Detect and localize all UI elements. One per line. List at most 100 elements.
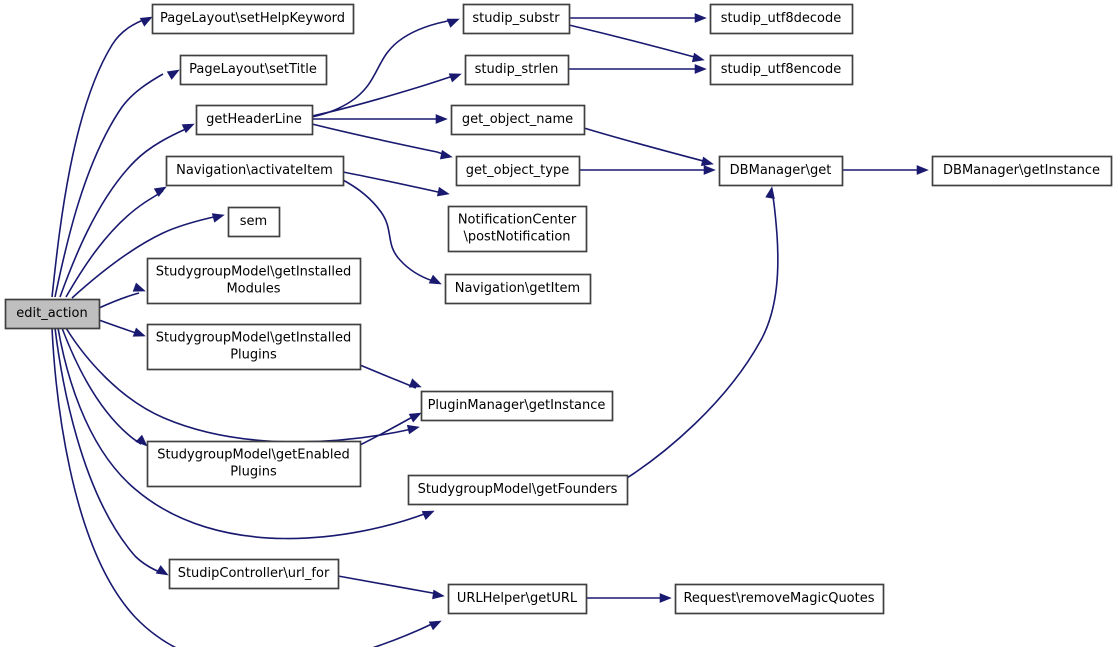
node-box-utf8encode[interactable] [709, 54, 854, 86]
node-label-getItem: Navigation\getItem [455, 281, 580, 296]
node-label-getEnabledPlugins: StudygroupModel\getEnabled [157, 448, 350, 463]
edge-activateItem-to-getItem [342, 179, 434, 282]
node-activateItem[interactable]: Navigation\activateItem [165, 155, 345, 187]
node-box-getURL[interactable] [447, 583, 588, 615]
node-getItem[interactable]: Navigation\getItem [444, 273, 592, 305]
node-url_for[interactable]: StudipController\url_for [168, 558, 340, 590]
node-box-get_object_type[interactable] [455, 155, 581, 187]
node-label-getInstalledPlugins: StudygroupModel\getInstalled [156, 331, 351, 346]
node-label-getInstalledModules: StudygroupModel\getInstalled [156, 265, 351, 280]
node-box-postNotification[interactable] [447, 205, 588, 253]
nodes-layer: edit_action PageLayout\setHelpKeywordPage… [4, 3, 1113, 615]
node-box-getItem[interactable] [444, 273, 592, 305]
node-box-activateItem[interactable] [165, 155, 345, 187]
node-dbManagerGetInstance[interactable]: DBManager\getInstance [931, 155, 1113, 187]
node-label-setTitle: PageLayout\setTitle [189, 62, 317, 77]
node-get_object_type[interactable]: get_object_type [455, 155, 581, 187]
node-setTitle[interactable]: PageLayout\setTitle [179, 54, 328, 86]
node-box-setHelpKeyword[interactable] [151, 3, 355, 35]
node-box-setTitle[interactable] [179, 54, 328, 86]
node-box-getHeaderLine[interactable] [195, 104, 314, 136]
edge-getHeaderLine-to-get_object_type [311, 123, 447, 156]
node-getURL[interactable]: URLHelper\getURL [447, 583, 588, 615]
edge-edit_action-to-url_for [54, 327, 163, 574]
edge-edit_action-to-getFounders [57, 327, 428, 540]
node-label-getEnabledPlugins: Plugins [230, 465, 277, 480]
node-label-sem: sem [240, 214, 267, 229]
node-studip_substr[interactable]: studip_substr [462, 3, 571, 35]
node-label-dbManagerGet: DBManager\get [730, 163, 832, 178]
edge-edit_action-to-getInstalledPlugins [98, 319, 140, 335]
node-sem[interactable]: sem [227, 206, 281, 238]
edge-arrowhead [691, 52, 705, 63]
node-box-get_object_name[interactable] [450, 104, 586, 136]
edge-arrowhead [421, 510, 435, 521]
node-box-pluginManagerGetInstance[interactable] [420, 390, 614, 422]
edge-edit_action-to-activateItem [65, 190, 164, 298]
node-label-edit_action: edit_action [16, 306, 87, 321]
edge-arrowhead [135, 434, 148, 447]
node-label-getInstalledModules: Modules [226, 282, 280, 297]
edge-arrowhead [694, 64, 707, 74]
edge-getHeaderLine-to-studip_strlen [311, 74, 457, 117]
node-setHelpKeyword[interactable]: PageLayout\setHelpKeyword [151, 3, 355, 35]
edge-getFounders-to-dbManagerGet [626, 196, 779, 479]
edges-layer [51, 17, 922, 647]
edge-arrowhead [155, 565, 169, 576]
node-label-getFounders: StudygroupModel\getFounders [418, 482, 618, 497]
node-getFounders[interactable]: StudygroupModel\getFounders [407, 474, 629, 506]
node-pluginManagerGetInstance[interactable]: PluginManager\getInstance [420, 390, 614, 422]
edge-edit_action-to-getInstalledModules [98, 292, 140, 309]
node-box-studip_substr[interactable] [462, 3, 571, 35]
edge-getHeaderLine-to-studip_substr [311, 19, 454, 118]
node-label-utf8encode: studip_utf8encode [721, 62, 842, 77]
edge-arrowhead [916, 165, 929, 175]
edge-arrowhead [153, 186, 167, 197]
node-label-studip_strlen: studip_strlen [475, 62, 559, 77]
edge-arrowhead [435, 114, 448, 124]
arrowheads-layer [132, 13, 929, 631]
node-box-url_for[interactable] [168, 558, 340, 590]
edge-arrowhead [181, 123, 195, 134]
node-dbManagerGet[interactable]: DBManager\get [718, 155, 844, 187]
edge-arrowhead [132, 327, 146, 337]
node-edit_action[interactable]: edit_action [4, 298, 101, 330]
node-box-getFounders[interactable] [407, 474, 629, 506]
node-label-setHelpKeyword: PageLayout\setHelpKeyword [160, 11, 345, 26]
node-utf8decode[interactable]: studip_utf8decode [709, 3, 854, 35]
node-box-getEnabledPlugins[interactable] [146, 440, 362, 488]
node-box-removeMagicQuotes[interactable] [674, 583, 885, 615]
node-box-dbManagerGet[interactable] [718, 155, 844, 187]
node-box-studip_strlen[interactable] [464, 54, 570, 86]
node-label-activateItem: Navigation\activateItem [176, 163, 333, 178]
node-label-getHeaderLine: getHeaderLine [206, 112, 302, 127]
edge-arrowhead [408, 412, 422, 423]
node-getHeaderLine[interactable]: getHeaderLine [195, 104, 314, 136]
node-postNotification[interactable]: NotificationCenter\postNotification [447, 205, 588, 253]
node-label-studip_substr: studip_substr [472, 11, 560, 26]
edge-getInstalledPlugins-to-pluginManagerGetInstance [359, 364, 417, 389]
node-get_object_name[interactable]: get_object_name [450, 104, 586, 136]
node-box-sem[interactable] [227, 206, 281, 238]
node-box-getInstalledPlugins[interactable] [146, 323, 362, 371]
node-utf8encode[interactable]: studip_utf8encode [709, 54, 854, 86]
node-box-edit_action[interactable] [4, 298, 101, 330]
edge-edit_action-to-setHelpKeyword [51, 17, 149, 298]
edge-studip_substr-to-utf8encode [568, 24, 699, 59]
node-studip_strlen[interactable]: studip_strlen [464, 54, 570, 86]
node-removeMagicQuotes[interactable]: Request\removeMagicQuotes [674, 583, 885, 615]
node-label-dbManagerGetInstance: DBManager\getInstance [943, 163, 1100, 178]
edge-arrowhead [703, 165, 716, 175]
edge-edit_action-to-sem [71, 215, 219, 299]
edge-arrowhead [211, 213, 225, 223]
node-box-utf8decode[interactable] [709, 3, 854, 35]
node-box-dbManagerGetInstance[interactable] [931, 155, 1113, 187]
node-box-getInstalledModules[interactable] [146, 257, 362, 305]
node-label-pluginManagerGetInstance: PluginManager\getInstance [428, 398, 606, 413]
edge-arrowhead [428, 274, 442, 285]
